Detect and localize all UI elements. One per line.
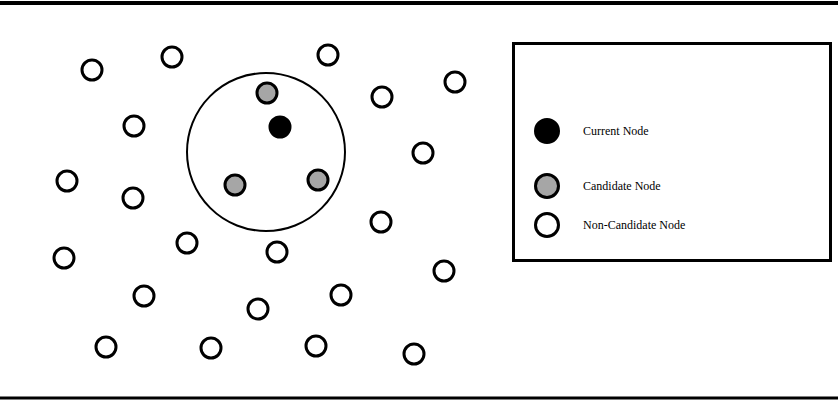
node-dot xyxy=(445,72,465,92)
node-dot xyxy=(82,60,102,80)
node-dot xyxy=(124,116,144,136)
node-dot xyxy=(371,212,391,232)
node-dot xyxy=(434,261,454,281)
node-dot xyxy=(201,338,221,358)
node-dot xyxy=(257,83,277,103)
node-dot xyxy=(306,336,326,356)
node-dot xyxy=(123,188,143,208)
node-dot xyxy=(372,87,392,107)
node-dot xyxy=(162,47,182,67)
node-dot xyxy=(308,170,328,190)
node-dot xyxy=(267,242,287,262)
node-dot xyxy=(134,286,154,306)
legend-swatch xyxy=(534,212,560,238)
legend-label: Non-Candidate Node xyxy=(583,218,685,232)
node-dot xyxy=(413,143,433,163)
node-dots xyxy=(54,45,465,364)
bottom-rule xyxy=(0,397,838,400)
top-rule xyxy=(0,1,838,5)
node-dot xyxy=(54,248,74,268)
legend-box: Current NodeCandidate NodeNon-Candidate … xyxy=(512,42,832,262)
legend-swatch xyxy=(534,118,560,144)
legend-label: Candidate Node xyxy=(583,179,661,193)
node-dot xyxy=(270,117,290,137)
node-dot xyxy=(318,45,338,65)
node-dot xyxy=(177,233,197,253)
node-dot xyxy=(331,285,351,305)
node-dot xyxy=(225,175,245,195)
legend-swatch xyxy=(534,173,560,199)
node-dot xyxy=(57,171,77,191)
legend-label: Current Node xyxy=(583,124,649,138)
node-dot xyxy=(404,344,424,364)
node-dot xyxy=(248,299,268,319)
node-dot xyxy=(96,337,116,357)
range-circle xyxy=(187,73,345,231)
